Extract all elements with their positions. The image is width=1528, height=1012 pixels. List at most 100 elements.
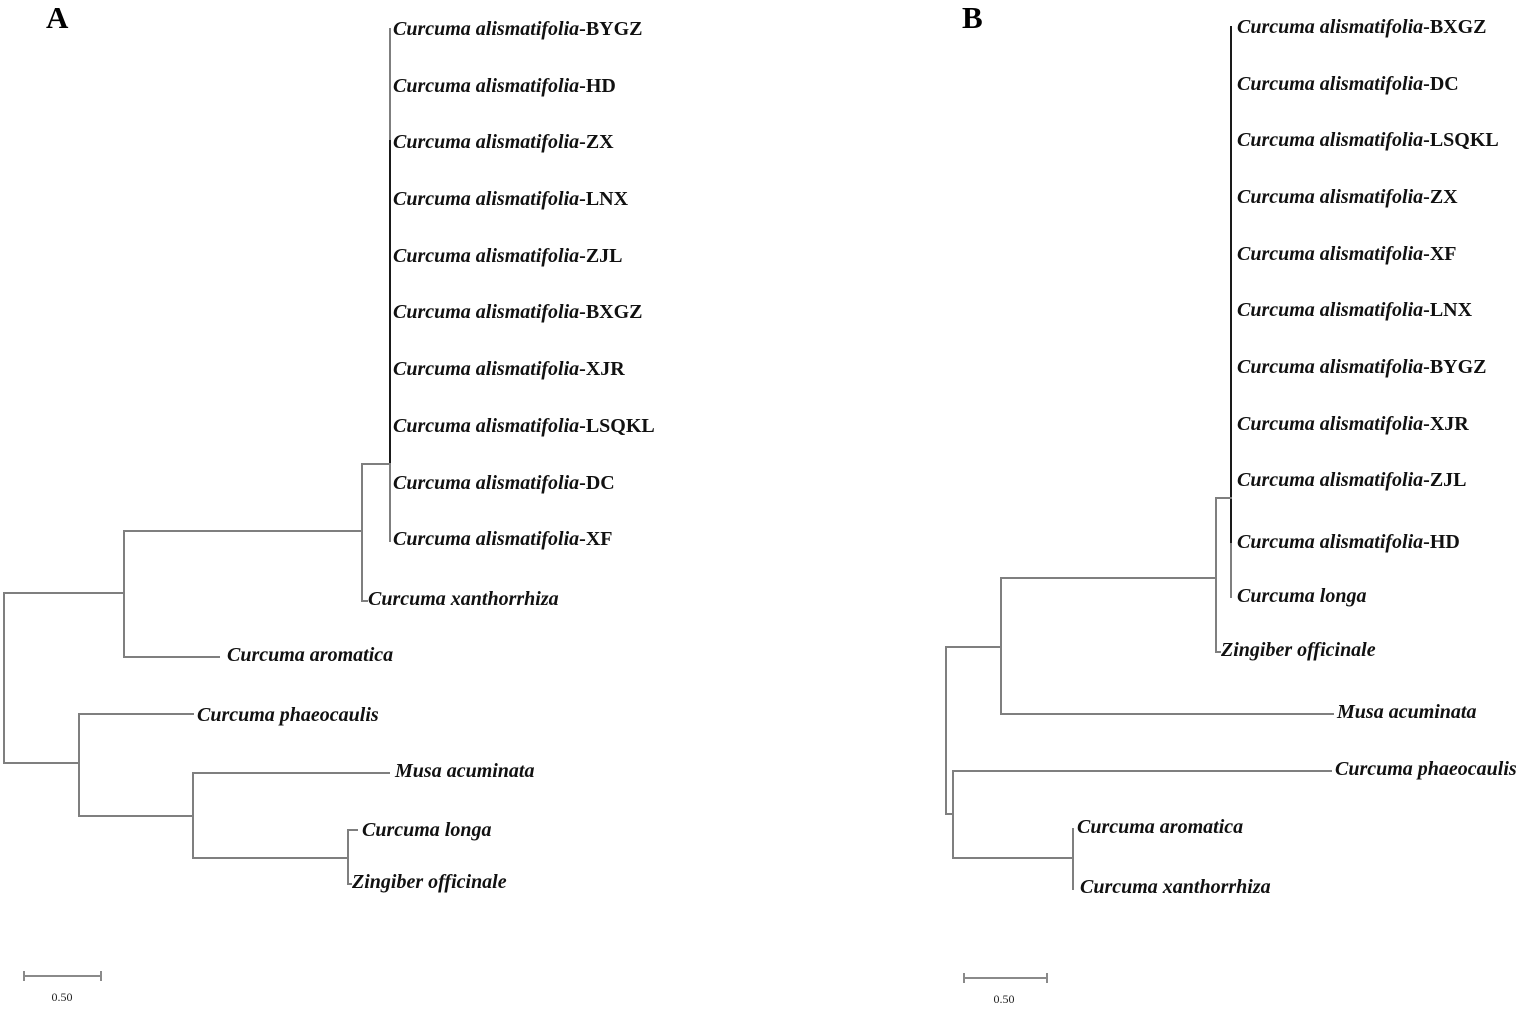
taxon-species-name: Curcuma aromatica bbox=[227, 643, 394, 666]
branch-segment bbox=[389, 140, 391, 467]
taxon-accession-code: -ZJL bbox=[1423, 468, 1467, 491]
branch-segment bbox=[1215, 651, 1221, 653]
scale-bar-tick bbox=[23, 971, 25, 981]
panel-a-label: A bbox=[46, 0, 69, 35]
taxon-label: Curcuma alismatifolia-DC bbox=[393, 472, 615, 495]
taxon-accession-code: -XJR bbox=[579, 357, 625, 380]
taxon-species-name: Zingiber officinale bbox=[352, 870, 507, 893]
taxon-label: Curcuma alismatifolia-BXGZ bbox=[393, 301, 643, 324]
branch-segment bbox=[192, 772, 390, 774]
taxon-accession-code: -LSQKL bbox=[1423, 128, 1499, 151]
taxon-species-name: Curcuma alismatifolia bbox=[1237, 530, 1424, 553]
scale-bar-tick bbox=[100, 971, 102, 981]
taxon-species-name: Curcuma alismatifolia bbox=[1237, 468, 1424, 491]
taxon-accession-code: -BYGZ bbox=[579, 17, 643, 40]
taxon-species-name: Curcuma alismatifolia bbox=[1237, 298, 1424, 321]
taxon-species-name: Curcuma alismatifolia bbox=[1237, 128, 1424, 151]
taxon-accession-code: -XJR bbox=[1423, 412, 1469, 435]
taxon-species-name: Curcuma alismatifolia bbox=[1237, 72, 1424, 95]
taxon-species-name: Curcuma aromatica bbox=[1077, 815, 1244, 838]
branch-segment bbox=[1215, 497, 1217, 653]
taxon-species-name: Musa acuminata bbox=[395, 759, 535, 782]
taxon-label: Zingiber officinale bbox=[352, 871, 507, 894]
branch-segment bbox=[347, 829, 358, 831]
taxon-accession-code: -ZX bbox=[579, 130, 614, 153]
taxon-species-name: Curcuma alismatifolia bbox=[393, 300, 580, 323]
branch-segment bbox=[1215, 497, 1232, 499]
branch-segment bbox=[945, 813, 954, 815]
taxon-accession-code: -BXGZ bbox=[1423, 15, 1487, 38]
taxon-species-name: Curcuma alismatifolia bbox=[1237, 15, 1424, 38]
taxon-label: Curcuma alismatifolia-DC bbox=[1237, 73, 1459, 96]
taxon-label: Curcuma alismatifolia-ZJL bbox=[393, 245, 623, 268]
taxon-species-name: Curcuma alismatifolia bbox=[1237, 185, 1424, 208]
taxon-species-name: Curcuma alismatifolia bbox=[393, 414, 580, 437]
scale-bar-line bbox=[23, 975, 100, 977]
taxon-species-name: Curcuma alismatifolia bbox=[393, 527, 580, 550]
taxon-label: Curcuma alismatifolia-LNX bbox=[393, 188, 628, 211]
taxon-label: Curcuma phaeocaulis bbox=[197, 704, 379, 727]
branch-segment bbox=[123, 530, 363, 532]
taxon-label: Curcuma alismatifolia-LNX bbox=[1237, 299, 1472, 322]
taxon-accession-code: -HD bbox=[579, 74, 616, 97]
branch-segment bbox=[78, 713, 80, 817]
taxon-label: Curcuma aromatica bbox=[227, 644, 393, 667]
branch-segment bbox=[361, 600, 368, 602]
taxon-accession-code: -XF bbox=[1423, 242, 1457, 265]
taxon-accession-code: -LNX bbox=[1423, 298, 1473, 321]
taxon-label: Curcuma alismatifolia-LSQKL bbox=[1237, 129, 1499, 152]
taxon-label: Curcuma alismatifolia-ZJL bbox=[1237, 469, 1467, 492]
taxon-species-name: Curcuma longa bbox=[362, 818, 492, 841]
taxon-label: Curcuma alismatifolia-ZX bbox=[1237, 186, 1458, 209]
taxon-species-name: Curcuma alismatifolia bbox=[393, 17, 580, 40]
branch-segment bbox=[1000, 713, 1334, 715]
taxon-species-name: Curcuma alismatifolia bbox=[1237, 242, 1424, 265]
taxon-label: Musa acuminata bbox=[395, 760, 534, 783]
taxon-label: Zingiber officinale bbox=[1221, 639, 1376, 662]
taxon-species-name: Curcuma alismatifolia bbox=[393, 357, 580, 380]
taxon-label: Curcuma alismatifolia-XF bbox=[393, 528, 612, 551]
taxon-label: Curcuma alismatifolia-HD bbox=[393, 75, 616, 98]
taxon-species-name: Curcuma xanthorrhiza bbox=[368, 587, 559, 610]
taxon-label: Curcuma alismatifolia-BXGZ bbox=[1237, 16, 1487, 39]
branch-segment bbox=[952, 857, 1074, 859]
branch-segment bbox=[945, 646, 1002, 648]
taxon-label: Curcuma xanthorrhiza bbox=[1080, 876, 1271, 899]
branch-segment bbox=[347, 829, 349, 885]
taxon-label: Curcuma longa bbox=[362, 819, 491, 842]
branch-segment bbox=[945, 646, 947, 815]
taxon-species-name: Zingiber officinale bbox=[1221, 638, 1376, 661]
branch-segment bbox=[361, 463, 363, 602]
branch-segment bbox=[3, 592, 125, 594]
taxon-label: Curcuma longa bbox=[1237, 585, 1366, 608]
taxon-label: Curcuma alismatifolia-XF bbox=[1237, 243, 1456, 266]
scale-bar-tick bbox=[1046, 973, 1048, 983]
taxon-species-name: Curcuma alismatifolia bbox=[393, 244, 580, 267]
taxon-label: Curcuma alismatifolia-HD bbox=[1237, 531, 1460, 554]
branch-segment bbox=[389, 465, 391, 542]
branch-segment bbox=[347, 883, 352, 885]
scale-bar-value: 0.50 bbox=[993, 992, 1015, 1006]
branch-segment bbox=[952, 770, 1332, 772]
taxon-accession-code: -DC bbox=[579, 471, 615, 494]
taxon-species-name: Curcuma phaeocaulis bbox=[197, 703, 379, 726]
taxon-accession-code: -XF bbox=[579, 527, 613, 550]
taxon-label: Curcuma aromatica bbox=[1077, 816, 1243, 839]
taxon-species-name: Curcuma phaeocaulis bbox=[1335, 757, 1517, 780]
taxon-species-name: Curcuma longa bbox=[1237, 584, 1367, 607]
branch-segment bbox=[78, 713, 194, 715]
taxon-species-name: Curcuma alismatifolia bbox=[393, 187, 580, 210]
taxon-species-name: Curcuma alismatifolia bbox=[393, 471, 580, 494]
taxon-label: Curcuma xanthorrhiza bbox=[368, 588, 559, 611]
taxon-accession-code: -BYGZ bbox=[1423, 355, 1487, 378]
taxon-accession-code: -DC bbox=[1423, 72, 1459, 95]
taxon-species-name: Curcuma alismatifolia bbox=[393, 130, 580, 153]
taxon-label: Musa acuminata bbox=[1337, 701, 1476, 724]
taxon-label: Curcuma alismatifolia-BYGZ bbox=[393, 18, 643, 41]
branch-segment bbox=[1000, 577, 1217, 579]
branch-segment bbox=[123, 530, 125, 658]
branch-segment bbox=[78, 815, 194, 817]
